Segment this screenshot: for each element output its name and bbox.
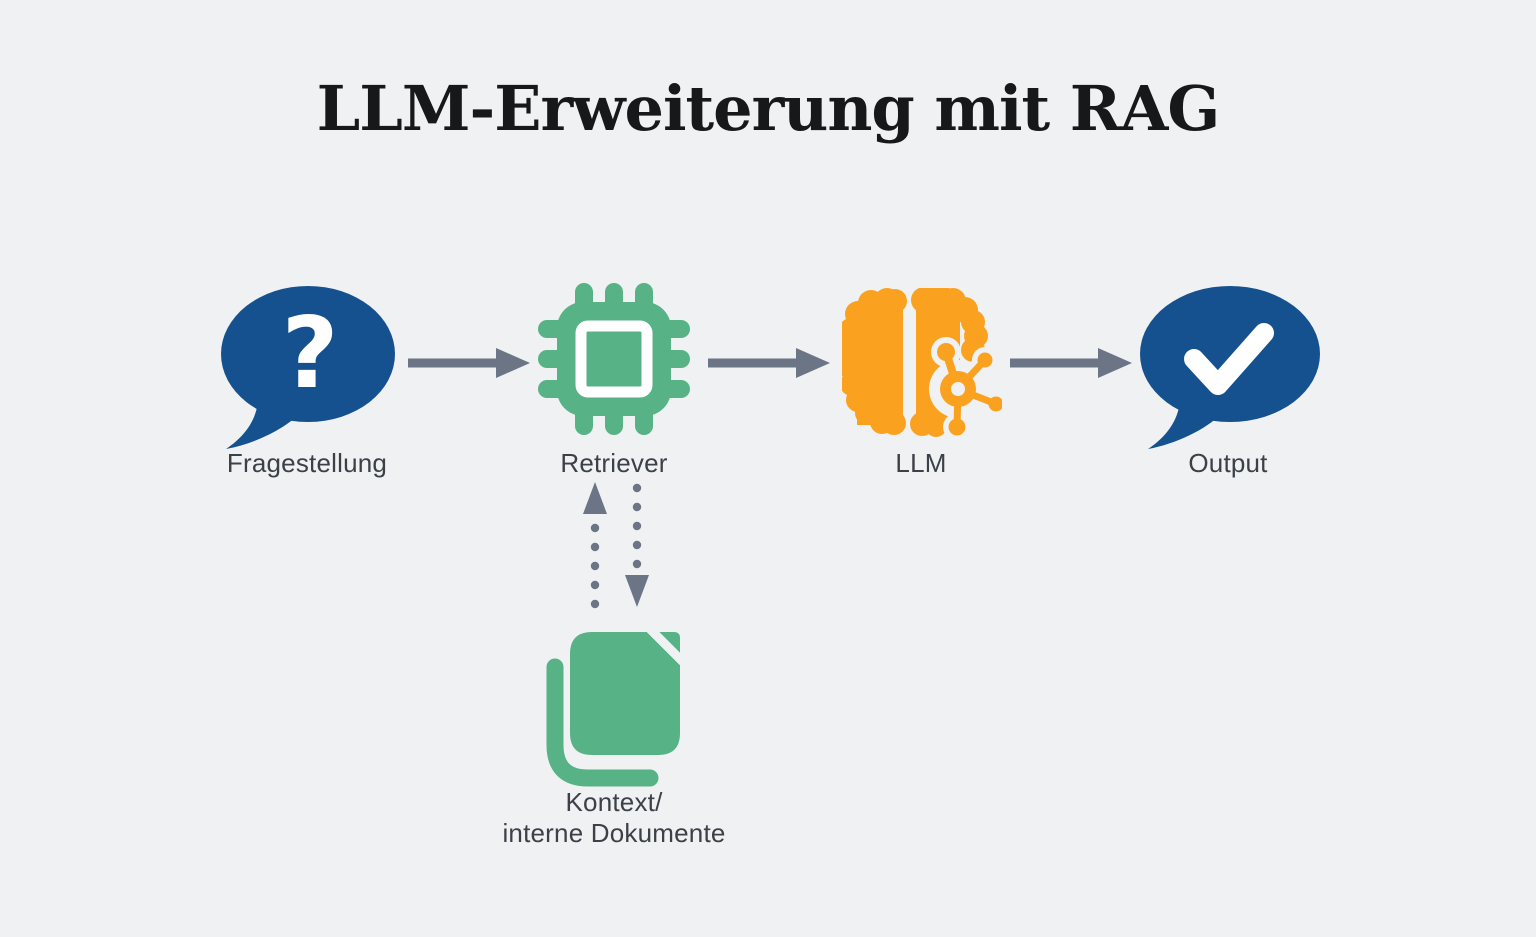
arrow-llm-output-icon [1010,348,1132,378]
node-label-retriever: Retriever [560,448,668,478]
check-speech-bubble-icon [1140,286,1320,449]
dotted-arrow-down-icon [625,483,649,607]
kontext-label-line1: Kontext/ [565,787,663,817]
kontext-label-line2: interne Dokumente [502,817,726,848]
node-fragestellung: ? [218,283,398,460]
question-speech-bubble-icon: ? [221,286,395,449]
node-llm [837,283,1009,443]
checkmark-glyph [1184,323,1274,395]
node-label-fragestellung: Fragestellung [226,448,388,478]
node-label-output: Output [1188,448,1268,478]
documents-icon [546,625,687,787]
node-retriever [536,281,692,442]
arrow-fragestellung-retriever-icon [408,348,530,378]
node-kontext [540,625,690,792]
question-mark-glyph: ? [282,297,339,411]
node-label-llm: LLM [895,448,947,478]
node-output [1138,283,1322,460]
brain-sprocket-icon [837,283,1009,441]
chip-icon [538,283,690,435]
dotted-arrow-up-icon [583,482,607,609]
node-label-kontext: Kontext/ interne Dokumente [464,787,764,848]
page-title: LLM-Erweiterung mit RAG [316,72,1221,145]
arrow-retriever-llm-icon [708,348,830,378]
